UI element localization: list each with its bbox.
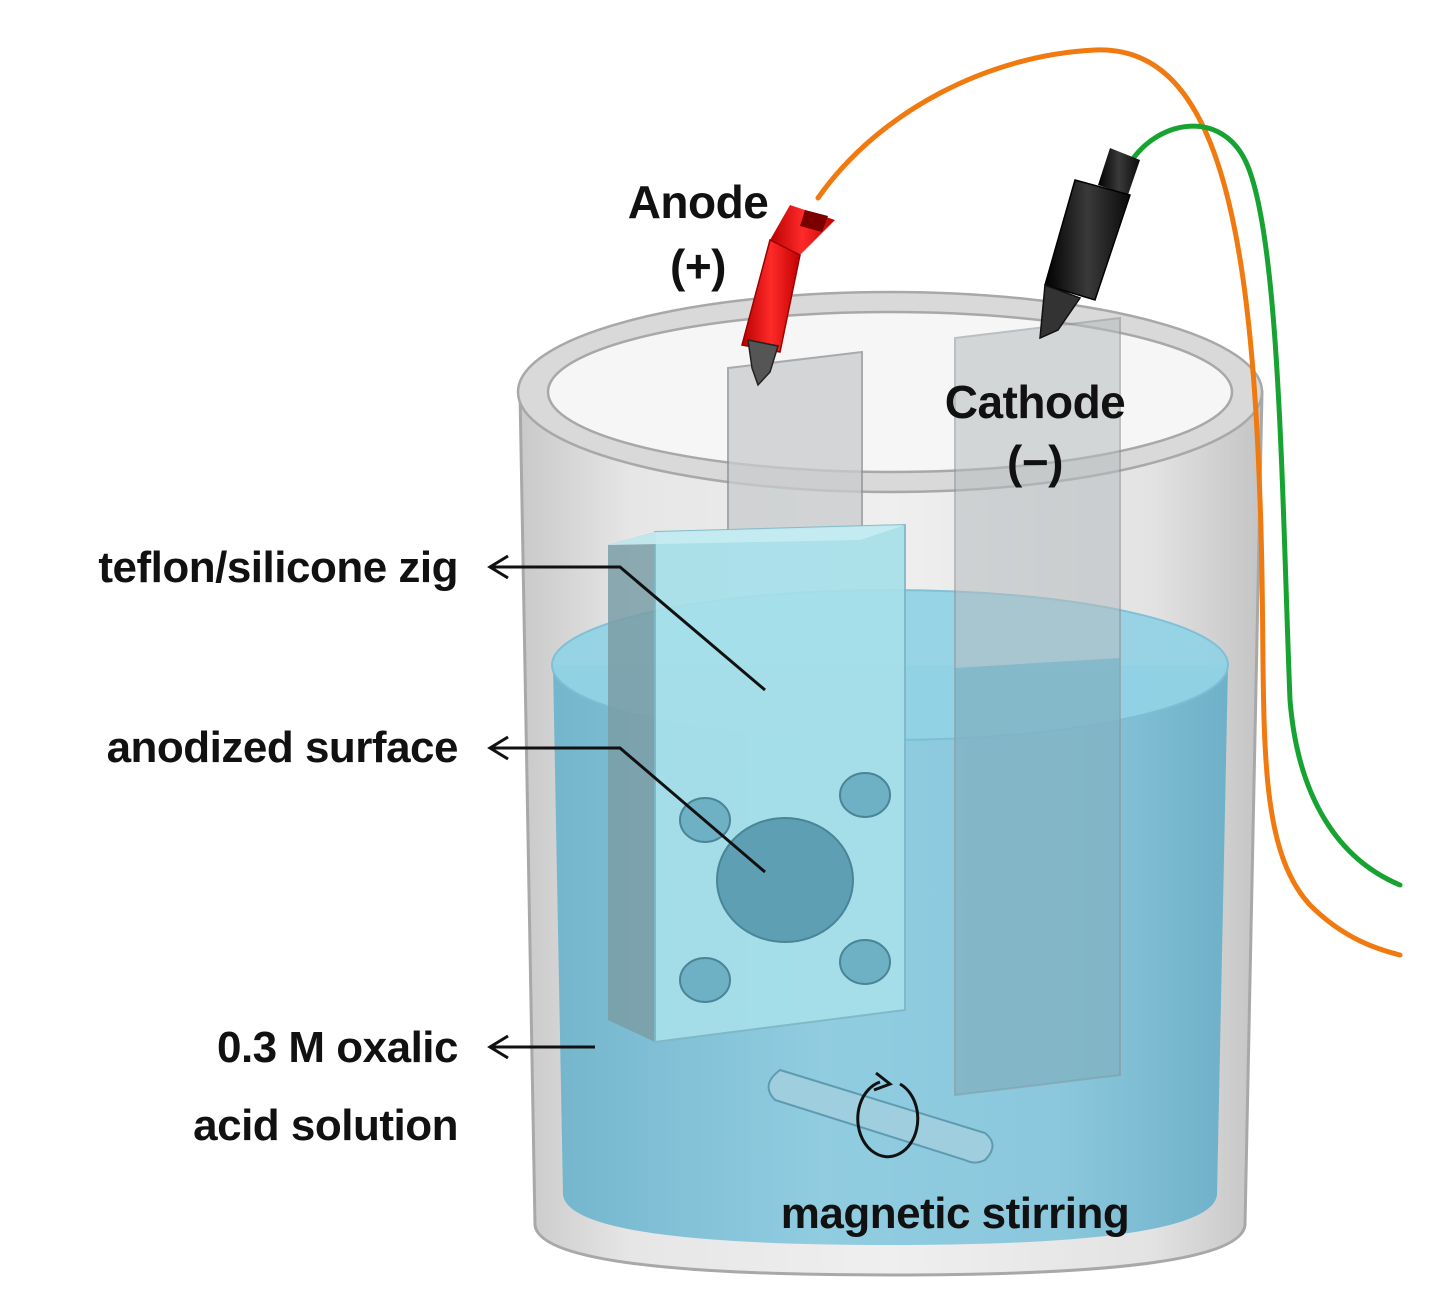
surface-pointer-arrow [490, 746, 766, 874]
cathode-plate [954, 316, 1121, 1097]
anode-sign-label: (+) [670, 240, 726, 292]
jig-label: teflon/silicone zig [98, 543, 458, 592]
anode-clip [741, 205, 835, 387]
screw [679, 957, 731, 1003]
teflon-silicone-jig [608, 523, 906, 1044]
cathode-wire [1129, 123, 1403, 888]
solution-label-line2: acid solution [193, 1101, 458, 1150]
anodized-surface-window [716, 817, 854, 943]
jig-side-face [608, 532, 655, 1042]
cathode-label: Cathode [945, 376, 1126, 428]
magnetic-stir-bar [767, 1068, 994, 1164]
stirring-label: magnetic stirring [781, 1189, 1129, 1238]
jig-pointer-arrow [490, 565, 766, 692]
jig-screws [679, 772, 891, 1003]
beaker-rim [516, 290, 1264, 494]
screw [839, 939, 891, 985]
surface-label: anodized surface [107, 723, 458, 772]
anode-wire [815, 47, 1403, 958]
stirring-rotation-icon [856, 1080, 920, 1159]
jig-top-face [608, 525, 905, 545]
solution-label-line1: 0.3 M oxalic [217, 1023, 458, 1072]
screw [839, 772, 891, 818]
anode-plate [727, 350, 863, 542]
cathode-clip [1039, 148, 1140, 340]
anode-label: Anode [628, 176, 769, 228]
cathode-sign-label: (−) [1007, 436, 1063, 488]
pointer-arrows [487, 554, 766, 1060]
